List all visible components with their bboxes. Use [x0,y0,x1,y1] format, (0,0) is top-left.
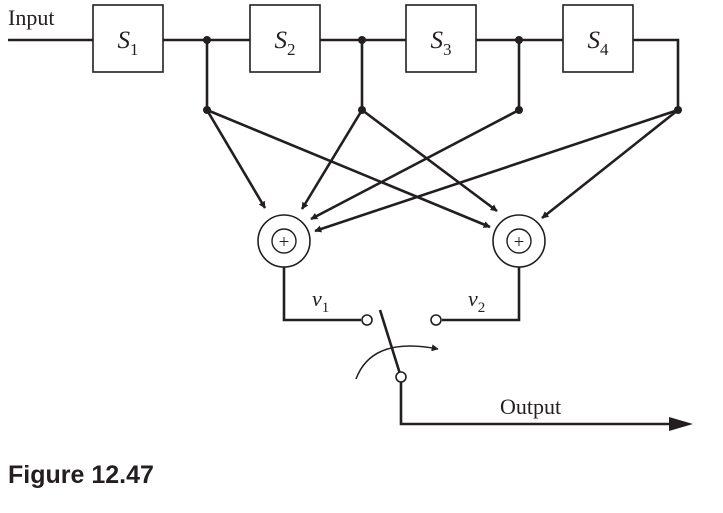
svg-text:S4: S4 [588,27,610,59]
output-line [399,382,671,426]
output-arrowhead [669,417,693,431]
stage-s2-symbol: S [275,27,288,54]
svg-text:S3: S3 [431,27,452,59]
figure-caption: Figure 12.47 [8,461,154,489]
adder-1: + [257,214,311,268]
arrow-tap4-adder2 [541,108,679,220]
arrow-tap4-adder1 [314,108,679,233]
switch-contacts [361,314,442,383]
stage-s2-subscript: 2 [287,40,296,59]
v1-label: v1 [312,286,329,316]
adder-2: + [492,214,546,268]
stage-s1: S1 [92,4,164,73]
adder-1-plus: + [279,232,290,253]
arrow-tap2-adder2 [361,108,498,213]
switch-rotation-arrow [355,344,439,380]
stage-s4: S4 [562,4,634,73]
v1-symbol: v [312,286,322,311]
v2-line [442,267,521,322]
stage-s3-subscript: 3 [443,40,452,59]
svg-text:S1: S1 [118,27,139,59]
stage-s4-subscript: 4 [600,40,609,59]
arrow-tap3-adder1 [310,108,520,221]
diagram-canvas: S1 S2 S3 S4 Input + + v1 v2 Output [8,4,693,431]
stage-s1-subscript: 1 [130,40,139,59]
wire-s4-tap [633,38,680,110]
output-label: Output [500,394,561,419]
v2-subscript: 2 [478,300,486,316]
v2-symbol: v [468,286,478,311]
stage-s3: S3 [405,4,477,73]
arrow-tap1-adder1 [205,109,267,209]
stage-s1-symbol: S [118,27,131,54]
adder-2-plus: + [514,232,525,253]
input-label: Input [8,5,54,30]
stage-s3-symbol: S [431,27,444,54]
v2-label: v2 [468,286,485,316]
arrow-tap2-adder1 [300,109,364,210]
switch-blade [378,309,403,378]
svg-text:S2: S2 [275,27,296,59]
tap-arrows [205,108,679,233]
v1-subscript: 1 [322,300,330,316]
arrow-tap1-adder2 [206,108,491,229]
v1-line [282,267,361,322]
stage-s4-symbol: S [588,27,601,54]
stage-s2: S2 [249,4,321,73]
